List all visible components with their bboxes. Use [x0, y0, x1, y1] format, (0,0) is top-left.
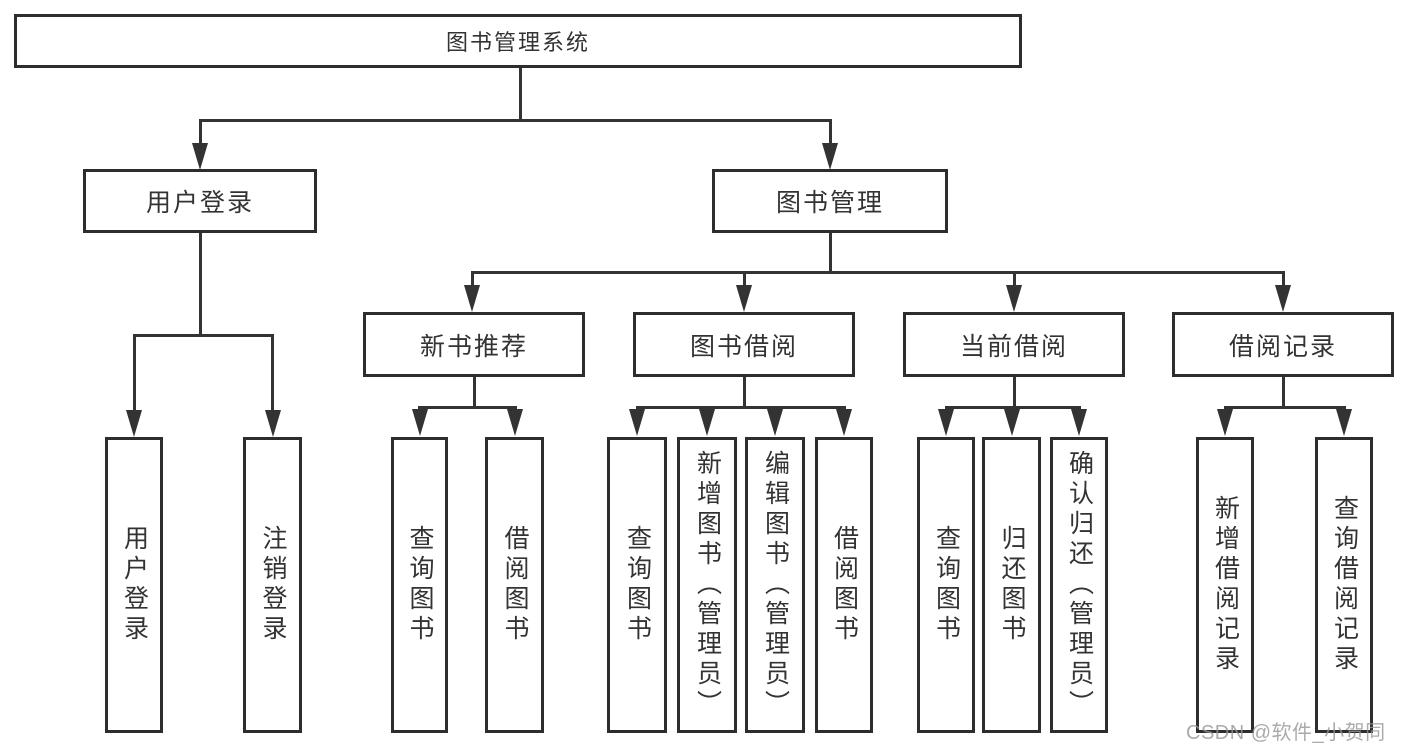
- leaf-logout: 注销登录: [243, 437, 302, 733]
- leaf-bb-edit-books-admin: 编辑图书（管理员）: [745, 437, 805, 733]
- leaf-bb-borrow-books: 借阅图书: [815, 437, 873, 733]
- connector-root-hline: [198, 119, 832, 122]
- arrowhead-to-current-module: [1006, 285, 1022, 312]
- arrowhead-to-leaf-bb-edit: [767, 409, 783, 436]
- connector-mgmt-stem-records: [1281, 274, 1285, 287]
- node-book-management: 图书管理: [712, 169, 948, 233]
- leaf-logout-label: 注销登录: [259, 525, 287, 645]
- connector-user-vline: [198, 233, 202, 336]
- leaf-cb-query-books-label: 查询图书: [932, 525, 961, 645]
- arrowhead-to-leaf-logout: [264, 410, 281, 437]
- leaf-cb-return-books-label: 归还图书: [998, 525, 1026, 645]
- leaf-bb-borrow-books-label: 借阅图书: [830, 525, 859, 645]
- node-library-system: 图书管理系统: [14, 14, 1022, 68]
- arrowhead-to-leaf-rec-add: [1217, 409, 1233, 436]
- connector-records-vline: [1281, 377, 1285, 408]
- arrowhead-to-user-login: [192, 143, 208, 170]
- leaf-user-login: 用户登录: [105, 437, 163, 733]
- leaf-nb-borrow-books: 借阅图书: [485, 437, 544, 733]
- connector-current-vline: [1012, 377, 1016, 408]
- arrowhead-to-newbook-module: [464, 285, 480, 312]
- arrowhead-to-leaf-cb-confirm: [1071, 409, 1087, 436]
- connector-mgmt-stem-newbook: [470, 274, 474, 287]
- node-book-borrowing-label: 图书借阅: [689, 332, 798, 361]
- node-user-login-branch: 用户登录: [83, 169, 317, 233]
- connector-mgmt-hline: [470, 271, 1285, 274]
- connector-mgmt-vline: [828, 233, 832, 273]
- leaf-nb-query-books: 查询图书: [391, 437, 448, 733]
- connector-user-leaf1-stem: [132, 337, 136, 411]
- node-user-login-branch-label: 用户登录: [145, 189, 254, 217]
- leaf-nb-query-books-label: 查询图书: [406, 525, 434, 645]
- leaf-cb-confirm-return-admin: 确认归还（管理员）: [1050, 437, 1108, 733]
- arrowhead-to-leaf-cb-query: [938, 409, 954, 436]
- node-current-borrowing: 当前借阅: [903, 312, 1125, 377]
- leaf-rec-query-record-label: 查询借阅记录: [1330, 495, 1359, 675]
- connector-root-vline: [518, 68, 522, 122]
- connector-borrow-hline: [635, 406, 846, 409]
- connector-root-mgmt-stem: [828, 122, 832, 144]
- node-library-system-label: 图书管理系统: [445, 30, 590, 55]
- arrowhead-to-borrow-module: [736, 285, 752, 312]
- leaf-bb-query-books: 查询图书: [607, 437, 667, 733]
- leaf-cb-return-books: 归还图书: [982, 437, 1041, 733]
- node-book-borrowing: 图书借阅: [633, 312, 855, 377]
- leaf-user-login-label: 用户登录: [120, 525, 149, 645]
- leaf-cb-confirm-return-admin-label: 确认归还（管理员）: [1065, 450, 1094, 720]
- leaf-bb-edit-books-admin-label: 编辑图书（管理员）: [761, 450, 790, 720]
- arrowhead-to-leaf-nb-query: [411, 409, 428, 436]
- node-new-book-recommend-label: 新书推荐: [419, 332, 528, 361]
- arrowhead-to-leaf-user-login: [126, 410, 142, 437]
- arrowhead-to-leaf-bb-add: [699, 409, 715, 436]
- leaf-rec-add-record: 新增借阅记录: [1196, 437, 1254, 733]
- node-current-borrowing-label: 当前借阅: [959, 332, 1068, 361]
- leaf-bb-add-books-admin-label: 新增图书（管理员）: [693, 450, 722, 720]
- connector-current-hline: [944, 406, 1081, 409]
- connector-root-user-stem: [198, 122, 202, 144]
- arrowhead-to-book-management: [822, 143, 838, 170]
- leaf-rec-add-record-label: 新增借阅记录: [1211, 495, 1240, 675]
- connector-user-leaf2-stem: [271, 337, 274, 411]
- connector-records-hline: [1223, 406, 1346, 409]
- leaf-bb-query-books-label: 查询图书: [623, 525, 652, 645]
- node-borrow-records: 借阅记录: [1172, 312, 1394, 377]
- node-new-book-recommend: 新书推荐: [363, 312, 585, 377]
- arrowhead-to-leaf-bb-query: [629, 409, 645, 436]
- arrowhead-to-leaf-rec-query: [1336, 409, 1352, 436]
- leaf-bb-add-books-admin: 新增图书（管理员）: [677, 437, 737, 733]
- leaf-cb-query-books: 查询图书: [917, 437, 975, 733]
- arrowhead-to-leaf-nb-borrow: [506, 409, 523, 436]
- arrowhead-to-leaf-bb-borrow: [836, 409, 852, 436]
- arrowhead-to-records-module: [1275, 285, 1291, 312]
- leaf-nb-borrow-books-label: 借阅图书: [501, 525, 529, 645]
- connector-mgmt-stem-borrow: [742, 274, 746, 287]
- arrowhead-to-leaf-cb-return: [1003, 409, 1020, 436]
- connector-newbook-hline: [418, 406, 517, 409]
- csdn-watermark: CSDN @软件_小贺同学: [1186, 722, 1386, 744]
- leaf-rec-query-record: 查询借阅记录: [1315, 437, 1373, 733]
- connector-mgmt-stem-current: [1012, 274, 1016, 287]
- node-book-management-label: 图书管理: [775, 189, 884, 217]
- connector-user-hline: [132, 334, 274, 337]
- node-borrow-records-label: 借阅记录: [1228, 332, 1337, 361]
- connector-newbook-vline: [472, 377, 476, 408]
- connector-borrow-vline: [742, 377, 746, 408]
